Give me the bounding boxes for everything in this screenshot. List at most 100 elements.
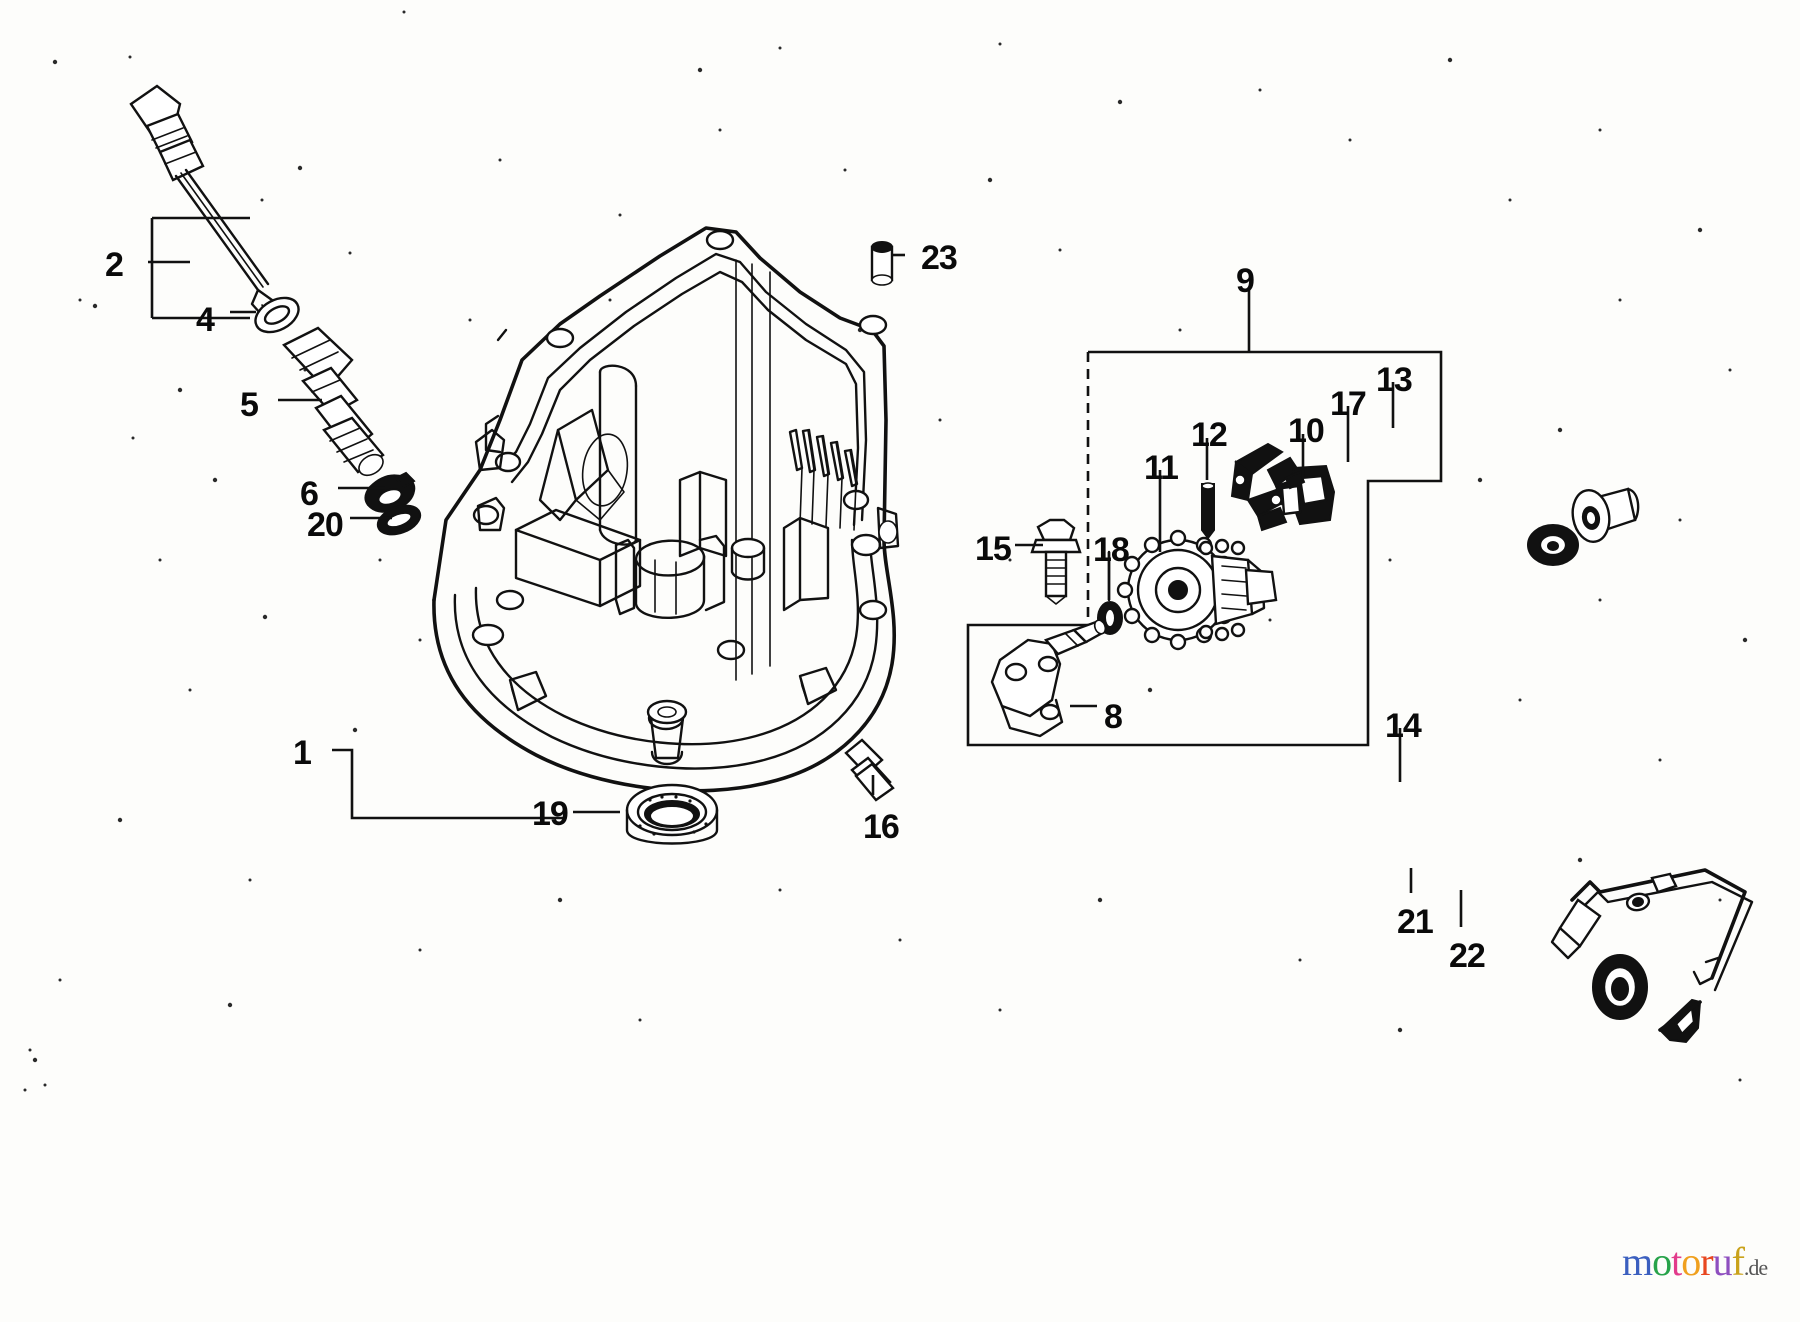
speckle xyxy=(1678,518,1682,522)
speckle xyxy=(131,436,135,440)
watermark-letter-o2: o xyxy=(1681,1239,1701,1284)
speckle xyxy=(1598,128,1602,132)
speckle xyxy=(468,318,472,322)
speckle xyxy=(778,46,782,50)
scan-noise-speckles xyxy=(23,10,1748,1092)
callout-22-pipe-clip: 22 xyxy=(1449,937,1486,975)
speckle xyxy=(212,477,218,483)
part-16-flange-bolt xyxy=(844,738,895,802)
callout-16-flange-bolt: 16 xyxy=(863,808,900,846)
part-2-dipstick xyxy=(129,84,280,324)
speckle xyxy=(92,303,98,309)
part-14-oil-pipe xyxy=(1550,868,1754,992)
speckle xyxy=(1008,558,1012,562)
speckle xyxy=(43,1083,47,1087)
callout-21-sealing-washer: 21 xyxy=(1397,903,1434,941)
speckle xyxy=(1258,88,1262,92)
part-22-pipe-clip xyxy=(1658,998,1702,1044)
speckle xyxy=(128,55,132,59)
speckle xyxy=(1518,698,1522,702)
speckle xyxy=(718,128,722,132)
callout-8-governor-arm-shaft: 8 xyxy=(1104,698,1123,736)
speckle xyxy=(52,59,58,65)
speckle xyxy=(348,251,352,255)
part-5-filler-cap xyxy=(282,326,385,477)
callout-1-crankcase-cover: 1 xyxy=(293,734,312,772)
speckle xyxy=(28,1048,32,1052)
speckle xyxy=(843,168,847,172)
callout-10-governor-slider: 10 xyxy=(1288,412,1325,450)
part-15-hex-flange-bolt xyxy=(1030,518,1082,605)
leader-1 xyxy=(332,748,565,820)
speckle xyxy=(697,67,703,73)
part-6-clip-washer xyxy=(364,471,416,513)
callout-23-dowel-pin: 23 xyxy=(921,239,958,277)
speckle xyxy=(1298,958,1302,962)
speckle xyxy=(117,817,123,823)
watermark-letter-u: u xyxy=(1712,1239,1733,1284)
speckle xyxy=(938,418,942,422)
watermark-letter-r: r xyxy=(1700,1239,1713,1284)
speckle xyxy=(260,198,264,202)
watermark-letter-f: f xyxy=(1731,1239,1745,1284)
speckle xyxy=(1147,687,1153,693)
speckle xyxy=(1557,427,1563,433)
speckle xyxy=(1397,1027,1403,1033)
leader-lines xyxy=(148,216,1463,927)
speckle xyxy=(1097,897,1103,903)
speckle xyxy=(1388,558,1392,562)
speckle xyxy=(418,638,422,642)
speckle xyxy=(297,165,303,171)
speckle xyxy=(638,1018,642,1022)
speckle xyxy=(998,1008,1002,1012)
group-box-9 xyxy=(966,350,1443,747)
speckle xyxy=(378,558,382,562)
callout-6-clip-washer: 6 xyxy=(300,475,319,513)
speckle xyxy=(618,213,622,217)
callout-14-oil-pipe: 14 xyxy=(1385,707,1422,745)
speckle xyxy=(1577,857,1583,863)
callout-17-thrust-washer: 17 xyxy=(1330,385,1367,423)
part-10-governor-slider xyxy=(1230,442,1336,532)
speckle xyxy=(352,727,358,733)
speckle xyxy=(402,10,406,14)
speckle xyxy=(608,298,612,302)
part-8-governor-arm-shaft xyxy=(990,619,1107,738)
speckle xyxy=(987,177,993,183)
speckle xyxy=(898,938,902,942)
part-4-o-ring xyxy=(254,296,300,334)
part-21-sealing-washer xyxy=(1592,954,1648,1020)
speckle xyxy=(998,42,1002,46)
speckle xyxy=(262,614,268,620)
callout-20-flat-washer: 20 xyxy=(307,506,344,544)
callout-13-pump-shaft-pin: 13 xyxy=(1376,361,1413,399)
motoruf-watermark: motoruf.de xyxy=(1622,1238,1768,1285)
speckle xyxy=(1697,227,1703,233)
callout-4-o-ring: 4 xyxy=(196,301,215,339)
speckle xyxy=(188,688,192,692)
leader-2-bracket xyxy=(150,216,250,320)
speckle xyxy=(1718,898,1722,902)
speckle xyxy=(778,888,782,892)
speckle xyxy=(1618,298,1622,302)
speckle xyxy=(1742,637,1748,643)
speckle xyxy=(1477,477,1483,483)
callout-9-oil-pump-assembly: 9 xyxy=(1236,262,1255,300)
speckle xyxy=(177,387,183,393)
callout-11-oil-pump-gear: 11 xyxy=(1144,449,1179,487)
speckle xyxy=(158,558,162,562)
watermark-letter-t: t xyxy=(1671,1239,1682,1284)
watermark-letter-o1: o xyxy=(1652,1239,1672,1284)
speckle xyxy=(58,978,62,982)
speckle xyxy=(227,1002,233,1008)
watermark-suffix: .de xyxy=(1743,1255,1768,1280)
part-19-ball-bearing xyxy=(625,783,719,845)
speckle xyxy=(32,1057,38,1063)
callout-12-governor-weight-pin: 12 xyxy=(1191,416,1228,454)
speckle xyxy=(1658,758,1662,762)
callout-15-hex-flange-bolt: 15 xyxy=(975,530,1012,568)
part-12-governor-weight-pin xyxy=(1201,482,1215,540)
speckle xyxy=(1268,618,1272,622)
speckle xyxy=(418,948,422,952)
